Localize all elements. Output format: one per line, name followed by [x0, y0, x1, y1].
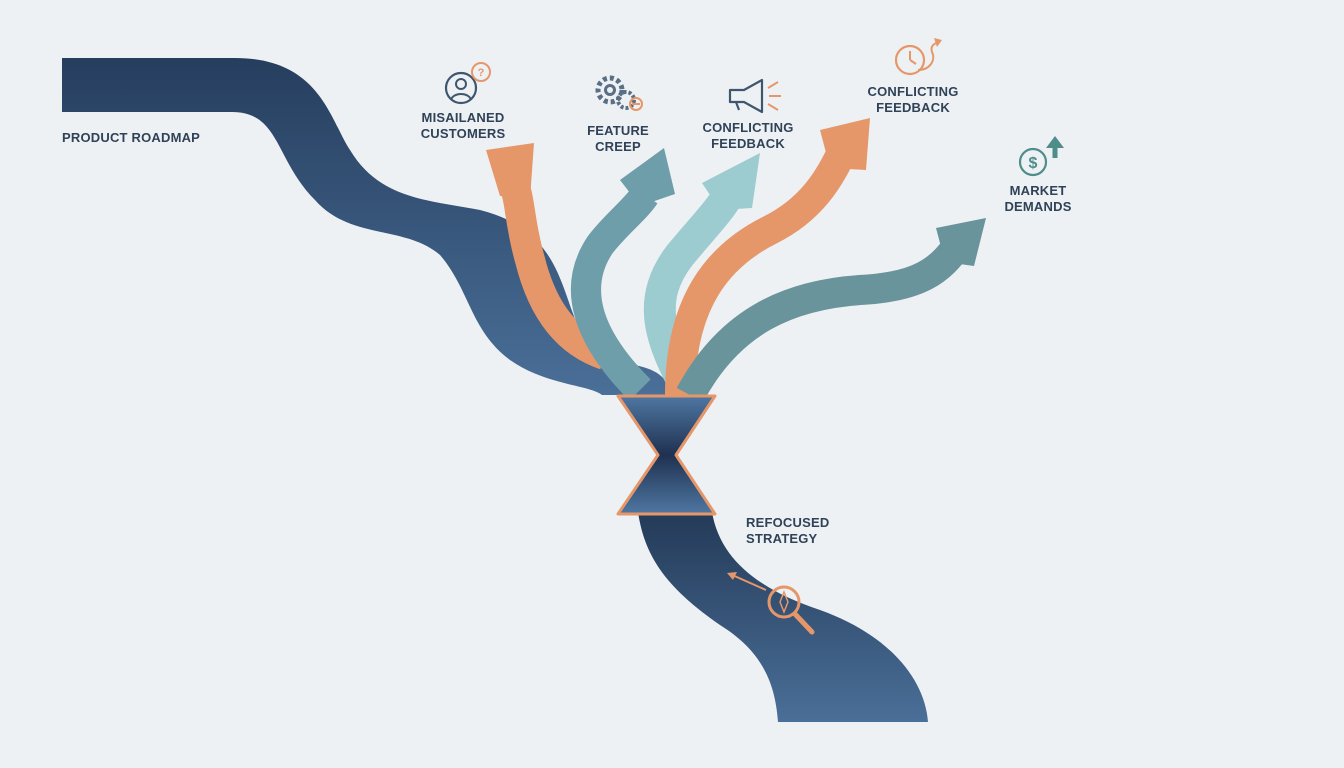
arrow-market-demands — [676, 236, 971, 403]
compass-magnifier-icon — [727, 572, 815, 635]
svg-text:?: ? — [478, 67, 485, 79]
label-line: CONFLICTING — [702, 120, 794, 135]
arrow-conflicting-feedback-2 — [665, 138, 859, 396]
user-question-icon: ? — [444, 62, 491, 105]
label-line: REFOCUSED — [746, 515, 830, 530]
label-line: CONFLICTING — [867, 84, 959, 99]
label-line: MARKET — [1009, 183, 1067, 198]
label-line: STRATEGY — [746, 531, 818, 546]
label-conflicting-feedback-1: CONFLICTING FEEDBACK — [697, 120, 799, 152]
arrow-head-conflicting-feedback-1 — [702, 153, 760, 210]
label-feature-creep: FEATURE CREEP — [573, 123, 663, 155]
label-line: FEEDBACK — [876, 100, 950, 115]
label-refocused-strategy: REFOCUSED STRATEGY — [746, 515, 829, 547]
hourglass-bottleneck — [616, 394, 717, 516]
label-conflicting-feedback-2: CONFLICTING FEEDBACK — [862, 84, 964, 116]
arrow-head-market-demands — [936, 218, 986, 266]
roadmap-title: PRODUCT ROADMAP — [62, 130, 201, 145]
svg-text:$: $ — [1029, 155, 1038, 172]
arrow-head-feature-creep — [620, 148, 675, 206]
megaphone-icon — [728, 78, 781, 114]
dollar-growth-icon: $ — [1018, 136, 1064, 177]
gears-icon — [595, 75, 643, 111]
hourglass-shape — [616, 394, 717, 516]
arrow-head-misaligned-customers — [486, 143, 534, 199]
label-line: FEATURE — [587, 123, 649, 138]
arrow-head-conflicting-feedback-2 — [820, 118, 870, 170]
label-misaligned-customers: MISAILANED CUSTOMERS — [412, 110, 514, 142]
label-line: FEEDBACK — [711, 136, 785, 151]
arrow-misaligned-customers — [500, 182, 611, 370]
roadmap-road — [62, 58, 672, 395]
label-line: CUSTOMERS — [420, 126, 506, 141]
challenge-arrows — [486, 118, 986, 403]
label-line: CREEP — [595, 139, 641, 154]
clock-arrow-icon — [894, 38, 942, 76]
label-market-demands: MARKET DEMANDS — [1000, 183, 1076, 215]
label-line: DEMANDS — [1004, 199, 1072, 214]
arrow-feature-creep — [571, 186, 658, 401]
label-line: MISAILANED — [421, 110, 505, 125]
